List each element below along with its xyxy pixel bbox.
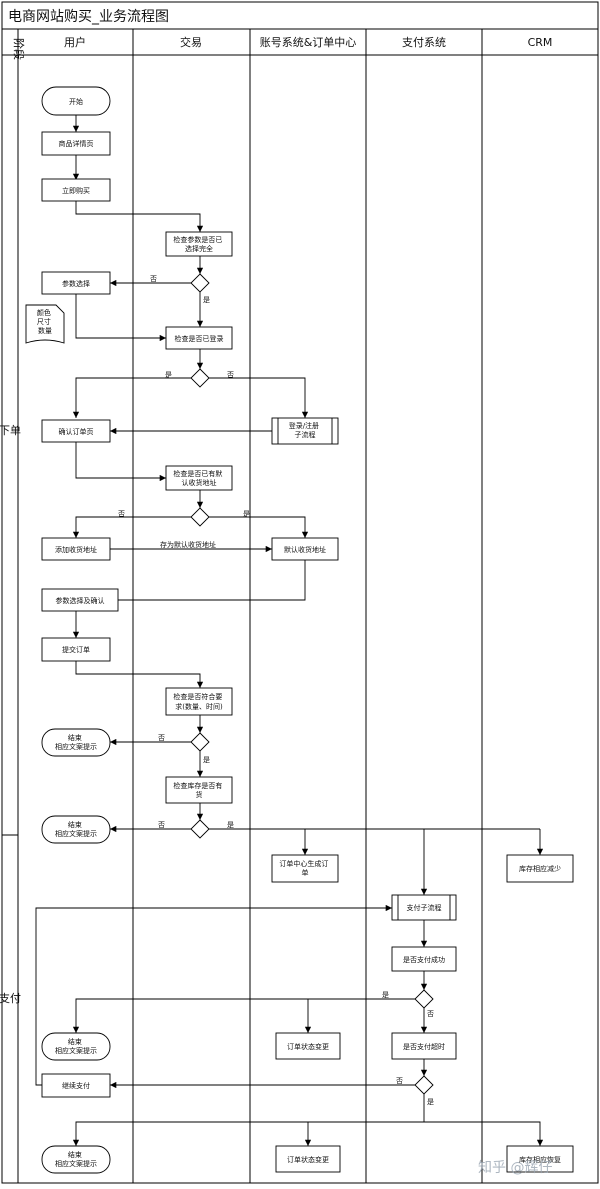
pay-success-label: 是否支付成功 bbox=[403, 955, 445, 964]
param-select-step bbox=[41, 271, 111, 295]
edge-label-yes: 是 bbox=[243, 510, 250, 518]
check-address-label: 检查是否已有默 认收货地址 bbox=[173, 469, 224, 487]
check-params-step bbox=[165, 231, 233, 257]
login-subprocess bbox=[271, 417, 339, 445]
decision-pay-success bbox=[414, 989, 434, 1009]
pay-subprocess bbox=[391, 894, 457, 921]
decision-pay-timeout bbox=[414, 1075, 434, 1095]
decision-login bbox=[190, 368, 210, 388]
lane-header-user: 用户 bbox=[64, 35, 86, 49]
check-rules-step bbox=[165, 687, 233, 716]
end-terminal-1 bbox=[41, 728, 111, 757]
confirm-order-step bbox=[41, 419, 111, 443]
edge-label-no: 否 bbox=[150, 275, 157, 283]
param-select-label: 参数选择 bbox=[62, 279, 90, 288]
edge-label-no: 否 bbox=[118, 510, 125, 518]
order-status-1-label: 订单状态变更 bbox=[287, 1042, 329, 1051]
stock-restore-step bbox=[506, 1145, 574, 1173]
lane-header-crm: CRM bbox=[528, 36, 553, 49]
start-label: 开始 bbox=[69, 97, 83, 106]
product-detail-label: 商品详情页 bbox=[59, 139, 94, 148]
check-address-step bbox=[165, 465, 233, 491]
start-terminal bbox=[41, 86, 111, 116]
edge-label-no: 否 bbox=[396, 1077, 403, 1085]
check-stock-step bbox=[165, 776, 233, 804]
edge-label-no: 否 bbox=[158, 734, 165, 742]
end-terminal-2 bbox=[41, 815, 111, 844]
default-address-step bbox=[271, 537, 339, 561]
order-status-step-1 bbox=[275, 1032, 341, 1060]
edge-label-no: 否 bbox=[227, 371, 234, 379]
lane-header-payment: 支付系统 bbox=[402, 36, 446, 49]
param-note-document bbox=[25, 304, 65, 344]
decision-stock bbox=[190, 819, 210, 839]
product-detail-step bbox=[41, 131, 111, 156]
continue-pay-step bbox=[41, 1073, 111, 1098]
edge-label-yes: 是 bbox=[382, 991, 389, 999]
lane-header-trade: 交易 bbox=[180, 35, 202, 49]
login-subprocess-label: 登录/注册 子流程 bbox=[289, 421, 322, 439]
end-terminal-3 bbox=[41, 1032, 111, 1061]
stock-reduce-label: 库存相应减少 bbox=[519, 864, 561, 873]
check-params-label: 检查参数是否已 选择完全 bbox=[173, 235, 224, 253]
stock-restore-label: 库存相应恢复 bbox=[519, 1155, 561, 1164]
check-rules-label: 检查是否符合要 求(数量、时间) bbox=[173, 692, 224, 711]
end-terminal-4 bbox=[41, 1145, 111, 1174]
param-note-label: 颜色 尺寸 数量 bbox=[37, 308, 53, 335]
generate-order-label: 订单中心生成订 单 bbox=[279, 859, 330, 877]
decision-params bbox=[190, 273, 210, 293]
end-3-label: 结束 相应文案提示 bbox=[55, 1037, 97, 1055]
buy-now-step bbox=[41, 178, 111, 202]
end-4-label: 结束 相应文案提示 bbox=[55, 1150, 97, 1168]
submit-order-label: 提交订单 bbox=[62, 645, 90, 654]
check-stock-label: 检查库存是否有 货 bbox=[173, 781, 224, 799]
pay-subprocess-label: 支付子流程 bbox=[407, 903, 442, 912]
edge-label-no: 否 bbox=[158, 821, 165, 829]
edge-label-no: 否 bbox=[427, 1010, 434, 1018]
add-address-label: 添加收货地址 bbox=[55, 545, 97, 554]
edge-label-save-default: 存为默认收货地址 bbox=[160, 540, 216, 549]
edge-label-yes: 是 bbox=[427, 1098, 434, 1106]
edge-label-yes: 是 bbox=[165, 371, 172, 379]
lane-header-account-order: 账号系统&订单中心 bbox=[260, 36, 357, 49]
decision-address bbox=[190, 507, 210, 527]
diagram-title: 电商网站购买_业务流程图 bbox=[8, 9, 169, 25]
edge-label-yes: 是 bbox=[227, 821, 234, 829]
pay-timeout-step bbox=[391, 1032, 457, 1060]
corner-label: 阶段 bbox=[12, 38, 26, 60]
phase-label-order: 下单 bbox=[0, 424, 21, 437]
order-status-2-label: 订单状态变更 bbox=[287, 1155, 329, 1164]
watermark-text: 知乎 @辉仔 bbox=[478, 1159, 552, 1176]
param-confirm-label: 参数选择及确认 bbox=[56, 596, 105, 605]
submit-order-step bbox=[41, 637, 111, 662]
check-login-label: 检查是否已登录 bbox=[175, 334, 224, 343]
phase-label-pay: 支付 bbox=[0, 992, 21, 1005]
order-status-step-2 bbox=[275, 1145, 341, 1173]
buy-now-label: 立即购买 bbox=[62, 186, 90, 195]
stock-reduce-step bbox=[506, 854, 574, 883]
end-2-label: 结束 相应文案提示 bbox=[55, 820, 97, 838]
generate-order-step bbox=[271, 854, 339, 883]
end-1-label: 结束 相应文案提示 bbox=[55, 733, 97, 751]
pay-success-step bbox=[391, 946, 457, 972]
edge-label-yes: 是 bbox=[203, 756, 210, 764]
param-confirm-step bbox=[41, 588, 119, 612]
continue-pay-label: 继续支付 bbox=[62, 1081, 90, 1090]
confirm-order-label: 确认订单页 bbox=[59, 427, 94, 436]
decision-rules bbox=[190, 732, 210, 752]
add-address-step bbox=[41, 537, 111, 561]
pay-timeout-label: 是否支付超时 bbox=[403, 1042, 445, 1051]
edge-label-yes: 是 bbox=[203, 296, 210, 304]
default-address-label: 默认收货地址 bbox=[284, 545, 326, 554]
check-login-step bbox=[165, 326, 233, 350]
